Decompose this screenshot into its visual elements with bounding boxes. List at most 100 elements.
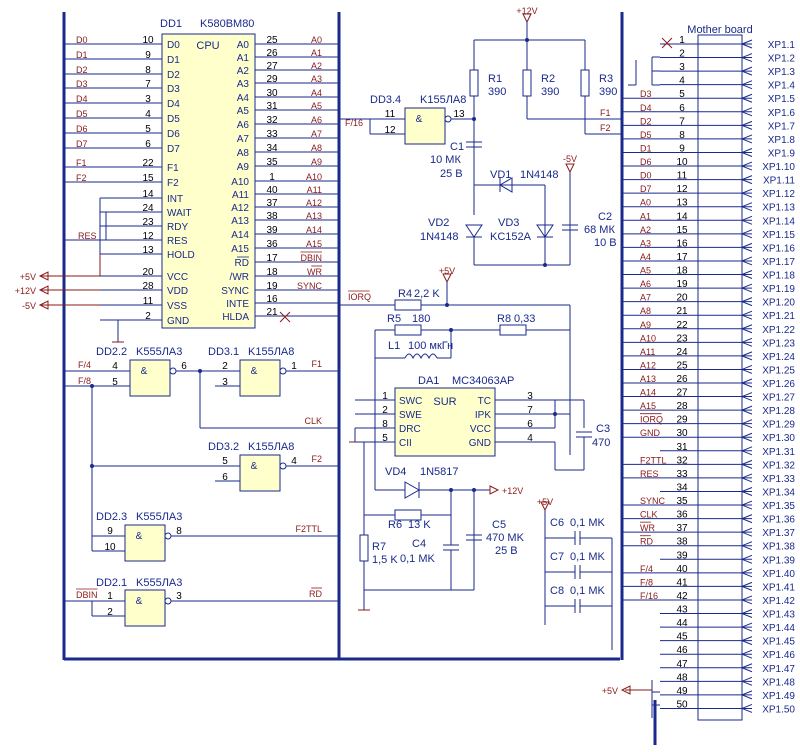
power-arrow-m5v — [565, 163, 575, 174]
da1-part: MC34063AP — [452, 375, 514, 387]
connector-pin-num: 35 — [676, 496, 688, 507]
connector-xp-label: XP1.12 — [762, 189, 795, 200]
dd32-pin: 4 — [291, 456, 297, 467]
da1-pin-name: SWC — [399, 396, 422, 407]
resistor-r5 — [394, 324, 422, 336]
r4-ref: R4 — [398, 288, 412, 300]
da1-body — [394, 387, 496, 457]
connector-xp-label: XP1.46 — [762, 650, 795, 661]
vd3-val: KC152A — [490, 231, 532, 243]
c7-val: 0,1 MK — [570, 551, 606, 563]
signal-f8: F/8 — [78, 376, 91, 386]
connector-pin-num: 47 — [676, 659, 688, 670]
c7-ref: C7 — [550, 551, 564, 563]
connector-arrow — [741, 53, 753, 63]
cpu-pin-num: 2 — [145, 311, 151, 322]
cpu-signal-label: SYNC — [297, 281, 323, 291]
cpu-pin-num: 37 — [266, 198, 278, 209]
cpu-pin-name: A1 — [237, 53, 250, 64]
connector-pin-num: 30 — [676, 428, 688, 439]
zener-vd3 — [536, 224, 554, 238]
connector-pin-num: 40 — [676, 564, 688, 575]
cpu-pin-num: 5 — [145, 124, 151, 135]
cpu-pin-num: 21 — [266, 307, 278, 318]
cpu-pin-name: RD — [235, 258, 249, 269]
cpu-pin-num: 18 — [266, 267, 278, 278]
power-arrow-c6 — [540, 501, 550, 512]
cpu-pin-num: 8 — [145, 65, 151, 76]
connector-pin-num: 4 — [679, 76, 685, 87]
connector-xp-label: XP1.13 — [762, 203, 795, 214]
l1-ref: L1 — [388, 340, 400, 352]
connector-arrow — [741, 120, 753, 130]
connector-arrow — [741, 188, 753, 198]
cpu-pin-name: F1 — [167, 163, 179, 174]
cpu-pin-name: A0 — [237, 40, 250, 51]
connector-pin-num: 22 — [676, 320, 688, 331]
cpu-signal-label: A5 — [311, 101, 322, 111]
cpu-part: K580BM80 — [200, 18, 254, 30]
cpu-signal-label: WR — [307, 267, 322, 277]
connector-signal-label: RES — [640, 469, 659, 479]
cpu-pin-name: VCC — [167, 272, 188, 283]
connector-xp-label: XP1.36 — [762, 515, 795, 526]
cpu-signal-label: D0 — [76, 35, 88, 45]
connector-signal-label: RD — [640, 537, 653, 547]
connector-pin-num: 15 — [676, 225, 688, 236]
cpu-pin-num: 25 — [266, 35, 278, 46]
cpu-pin-name: D7 — [167, 144, 180, 155]
dd31-ref: DD3.1 — [208, 346, 239, 358]
connector-xp-label: XP1.42 — [762, 596, 795, 607]
cpu-pin-num: 34 — [266, 143, 278, 154]
power-5v-bottom: +5V — [602, 686, 618, 696]
cpu-pin-num: 12 — [142, 231, 154, 242]
power-12v-top: +12V — [516, 6, 537, 16]
connector-signal-label: A12 — [640, 360, 656, 370]
connector-xp-label: XP1.20 — [762, 298, 795, 309]
connector-signal-label: SYNC — [640, 496, 666, 506]
connector-xp-label: XP1.27 — [762, 393, 795, 404]
vd2-ref: VD2 — [428, 217, 449, 229]
cpu-pin-name: WAIT — [167, 208, 192, 219]
cpu-pin-num: 32 — [266, 115, 278, 126]
cpu-pin-num: 27 — [266, 61, 278, 72]
connector-pin-num: 48 — [676, 672, 688, 683]
cpu-pin-num: 7 — [145, 79, 151, 90]
vd3-ref: VD3 — [498, 217, 519, 229]
inductor-l1 — [404, 353, 438, 360]
connector-signal-label: D1 — [640, 143, 652, 153]
cpu-signal-label: A13 — [306, 211, 322, 221]
connector-xp-label: XP1.22 — [762, 325, 795, 336]
cpu-pin-num: 16 — [266, 294, 278, 305]
cpu-pin-name: A7 — [237, 134, 250, 145]
connector-pin-num: 43 — [676, 605, 688, 616]
da1-pin-name: IPK — [475, 410, 491, 421]
dd21-ref: DD2.1 — [96, 577, 127, 589]
connector-pin-num: 2 — [679, 49, 685, 60]
r4-val: 2,2 K — [414, 288, 440, 300]
da1-pin-name: VCC — [470, 424, 491, 435]
connector-pin-num: 38 — [676, 537, 688, 548]
junction-dot — [90, 384, 94, 388]
connector-signal-label: A6 — [640, 279, 651, 289]
connector-arrow — [741, 39, 753, 49]
connector-signal-label: A13 — [640, 374, 656, 384]
connector-arrow — [741, 446, 753, 456]
nc-mark — [279, 311, 291, 323]
dd31-pin: 3 — [222, 377, 228, 388]
cpu-pin-num: 24 — [142, 203, 154, 214]
cpu-name: CPU — [196, 40, 219, 52]
l1-val: 100 мкГн — [408, 340, 453, 352]
cpu-signal-label: D4 — [76, 94, 88, 104]
cpu-signal-label: A6 — [311, 115, 322, 125]
connector-xp-label: XP1.47 — [762, 664, 795, 675]
connector-xp-label: XP1.4 — [768, 81, 796, 92]
connector-pin-num: 41 — [676, 577, 688, 588]
vd4-val: 1N5817 — [420, 466, 459, 478]
cpu-pin-num: 9 — [145, 50, 151, 61]
cpu-pin-name: A9 — [237, 162, 250, 173]
connector-xp-label: XP1.39 — [762, 555, 795, 566]
connector-signal-label: A3 — [640, 238, 651, 248]
junction-dot — [543, 263, 547, 267]
